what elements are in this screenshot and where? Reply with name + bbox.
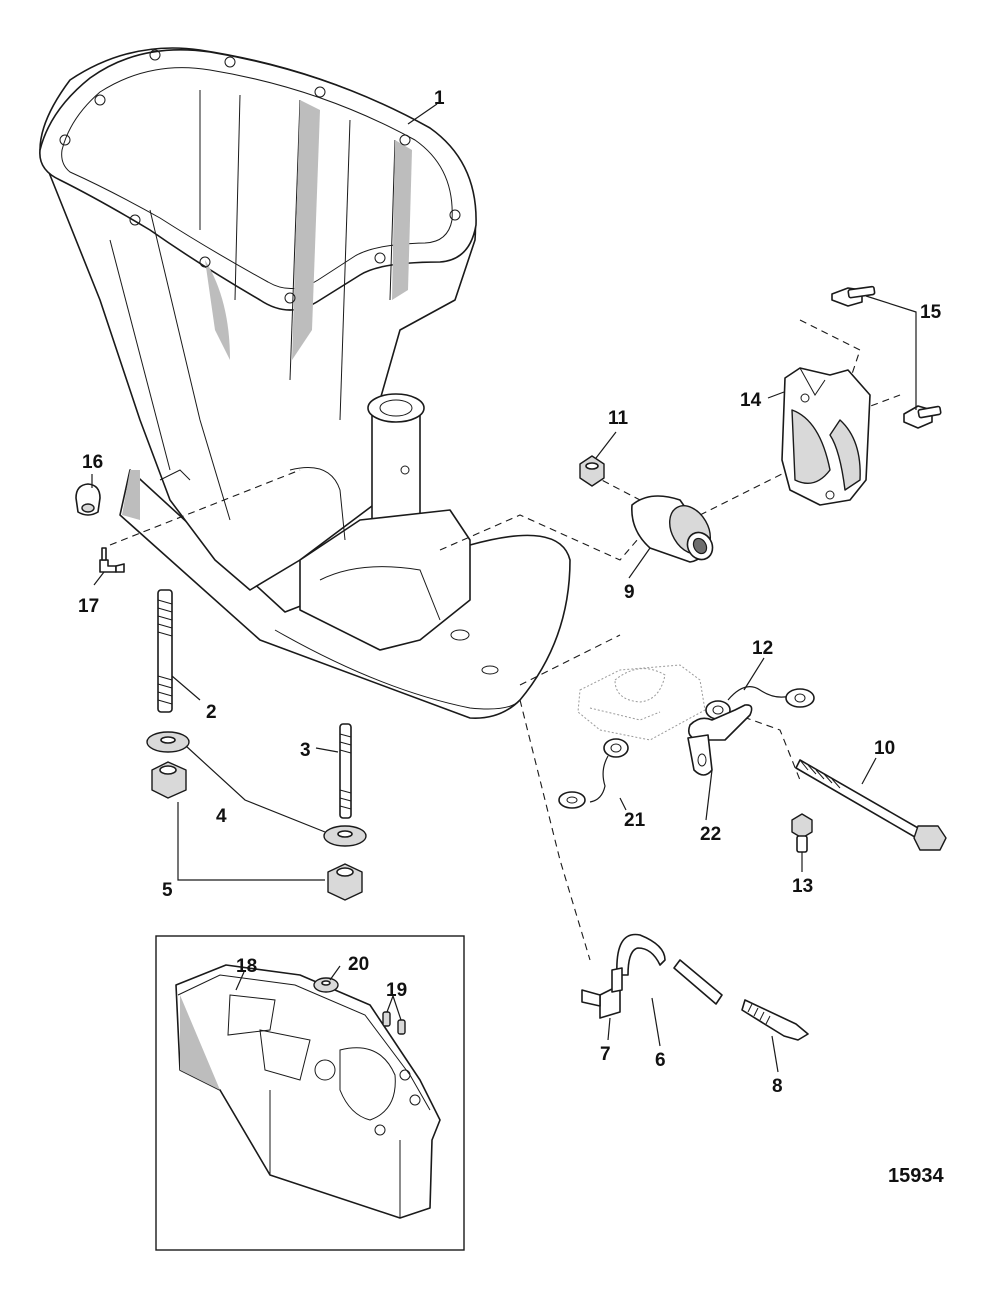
mount-part-9 — [631, 495, 714, 563]
callout-17: 17 — [78, 596, 99, 617]
ground-wire-part-21 — [558, 738, 629, 809]
callout-10: 10 — [874, 738, 895, 759]
callout-16: 16 — [82, 452, 103, 473]
callout-9: 9 — [624, 582, 635, 603]
callout-13: 13 — [792, 876, 813, 897]
callout-21: 21 — [624, 810, 646, 831]
fitting-part-8 — [741, 999, 809, 1041]
callout-12: 12 — [752, 638, 773, 659]
bolt-part-15-upper — [831, 285, 876, 307]
ground-wire-part-12 — [705, 686, 815, 720]
callout-22: 22 — [700, 824, 721, 845]
callout-18: 18 — [236, 956, 257, 977]
callout-11: 11 — [608, 408, 629, 429]
callout-1: 1 — [434, 88, 445, 109]
leader-lines — [91, 103, 917, 1073]
hose-part-6 — [616, 933, 723, 1005]
elbow-fitting-part-7 — [581, 967, 623, 1019]
nut-part-5-upper — [151, 761, 187, 799]
callout-15: 15 — [920, 302, 942, 323]
callout-4: 4 — [216, 806, 227, 827]
driveshaft-housing — [39, 47, 571, 719]
inset-box — [155, 935, 465, 1251]
cap-part-16 — [75, 483, 101, 516]
washer-part-4-upper — [146, 731, 190, 753]
callout-2: 2 — [206, 702, 217, 723]
washer-part-4-lower — [323, 825, 367, 847]
callout-14: 14 — [740, 390, 762, 411]
mount-bracket-part-14 — [781, 367, 871, 506]
callout-5: 5 — [162, 880, 173, 901]
strap-part-22 — [687, 704, 753, 776]
bolt-part-13 — [791, 813, 813, 853]
nut-part-11 — [579, 455, 605, 487]
callout-20: 20 — [348, 954, 369, 975]
bolt-part-15-lower — [903, 405, 942, 429]
nut-part-5-lower — [327, 863, 363, 901]
reference-number: 15934 — [888, 1165, 944, 1187]
callout-8: 8 — [772, 1076, 783, 1097]
bolt-part-10 — [795, 759, 947, 851]
callout-7: 7 — [600, 1044, 611, 1065]
stud-part-3 — [339, 723, 352, 819]
callout-3: 3 — [300, 740, 311, 761]
callout-6: 6 — [655, 1050, 666, 1071]
callout-labels: 1 2 3 4 5 6 7 8 9 10 11 12 13 14 15 16 1… — [78, 88, 944, 1187]
callout-19: 19 — [386, 980, 407, 1001]
ghost-mount-outline — [577, 664, 706, 741]
elbow-fitting-part-17 — [99, 547, 125, 573]
stud-part-2 — [157, 589, 173, 713]
